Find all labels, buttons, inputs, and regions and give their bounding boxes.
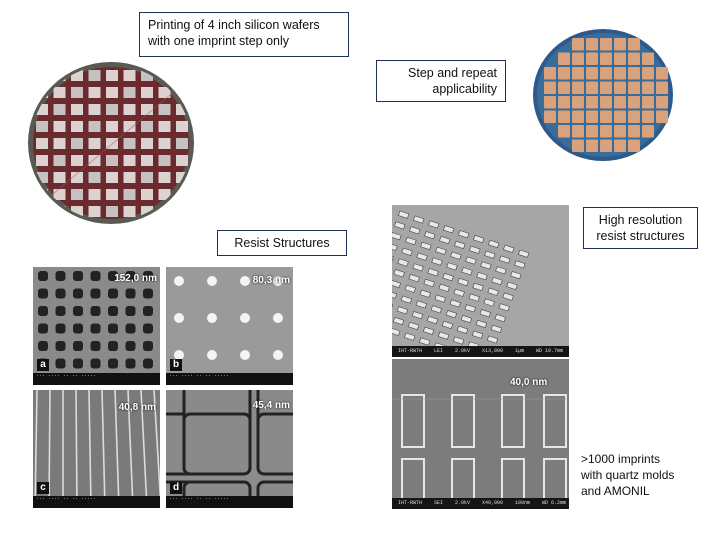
sem-measure-d: 45,4 nm xyxy=(252,400,290,411)
wafer-image-full xyxy=(28,62,194,224)
sem-measure-c: 40,8 nm xyxy=(118,402,156,413)
sem-measure-a: 152,0 nm xyxy=(114,273,157,284)
caption-step-repeat: Step and repeat applicability xyxy=(376,60,506,102)
sem-footer-a: ··· ···· ·· ·· ····· xyxy=(33,373,160,385)
caption-high-resolution: High resolution resist structures xyxy=(583,207,698,249)
wafer-image-step-repeat xyxy=(533,29,673,161)
sem-panel-d: 45,4 nm d ··· ···· ·· ·· ····· xyxy=(166,390,293,508)
sem-panel-c: 40,8 nm c ··· ···· ·· ·· ····· xyxy=(33,390,160,508)
sem-high-res-bottom: 40,0 nm IHT-RWTH SEI 2.0kV X40,000 100nm… xyxy=(392,359,569,509)
sem-letter-c: c xyxy=(37,482,49,494)
sem-measure-bottom: 40,0 nm xyxy=(510,377,548,388)
caption-imprints: >1000 imprints with quartz molds and AMO… xyxy=(581,452,675,498)
sem-footer-d: ··· ···· ·· ·· ····· xyxy=(166,496,293,508)
sem-panel-a: 152,0 nm a ··· ···· ·· ·· ····· xyxy=(33,267,160,385)
sem-footer-bottom: IHT-RWTH SEI 2.0kV X40,000 100nm WD 6.2m… xyxy=(392,498,569,509)
sem-footer-b: ··· ···· ·· ·· ····· xyxy=(166,373,293,385)
sem-letter-b: b xyxy=(170,359,182,371)
caption-resist-structures: Resist Structures xyxy=(217,230,347,256)
sem-panel-b: 80,3 nm b ··· ···· ·· ·· ····· xyxy=(166,267,293,385)
sem-high-res-top: IHT-RWTH LEI 2.0kV X13,000 1μm WD 10.7mm xyxy=(392,205,569,357)
sem-letter-d: d xyxy=(170,482,182,494)
caption-wafer-printing: Printing of 4 inch silicon wafers with o… xyxy=(139,12,349,57)
sem-letter-a: a xyxy=(37,359,49,371)
sem-footer-top: IHT-RWTH LEI 2.0kV X13,000 1μm WD 10.7mm xyxy=(392,346,569,357)
sem-measure-b: 80,3 nm xyxy=(252,275,290,286)
sem-footer-c: ··· ···· ·· ·· ····· xyxy=(33,496,160,508)
